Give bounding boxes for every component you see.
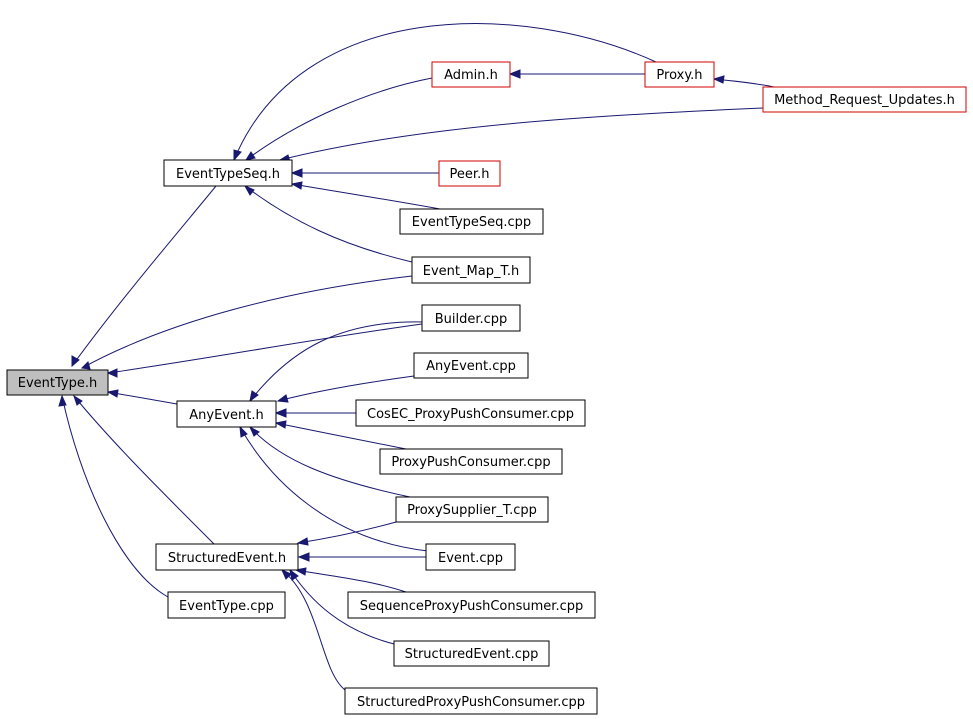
- edge-builder-cpp-to-anyevent-h: [249, 321, 425, 403]
- edge-anyevent-cpp-to-anyevent-h: [276, 375, 415, 403]
- node-eventtype-cpp[interactable]: EventType.cpp: [167, 591, 286, 619]
- node-proxy-h[interactable]: Proxy.h: [644, 61, 715, 88]
- edge-eventtypeseq-h-to-eventtype-h: [71, 185, 217, 368]
- node-method-request-updates-h[interactable]: Method_Request_Updates.h: [762, 86, 967, 113]
- edge-admin-h-to-eventtypeseq-h: [244, 77, 433, 161]
- node-label: Admin.h: [444, 68, 498, 83]
- edge-structuredproxypushconsumer-cpp-to-structuredevent-h: [281, 569, 346, 691]
- edge-peer-h-to-eventtypeseq-h: [290, 168, 439, 178]
- node-proxysupplier-t-cpp[interactable]: ProxySupplier_T.cpp: [395, 496, 549, 523]
- edge-proxysupplier-t-cpp-to-structuredevent-h: [296, 521, 397, 546]
- node-label: EventType.cpp: [179, 599, 274, 614]
- node-eventtype-h[interactable]: EventType.h: [6, 369, 109, 396]
- edge-method-request-updates-h-to-proxy-h: [712, 75, 775, 88]
- node-anyevent-h[interactable]: AnyEvent.h: [176, 400, 277, 428]
- node-label: SequenceProxyPushConsumer.cpp: [360, 599, 583, 614]
- node-label: CosEC_ProxyPushConsumer.cpp: [367, 407, 574, 422]
- node-label: ProxyPushConsumer.cpp: [391, 455, 550, 470]
- node-structuredevent-h[interactable]: StructuredEvent.h: [155, 543, 299, 571]
- node-label: StructuredProxyPushConsumer.cpp: [357, 695, 585, 710]
- node-label: EventTypeSeq.h: [176, 167, 280, 182]
- edge-cosec-proxypushconsumer-cpp-to-anyevent-h: [274, 408, 356, 418]
- node-label: AnyEvent.cpp: [426, 359, 516, 374]
- edge-structuredevent-cpp-to-structuredevent-h: [289, 568, 395, 645]
- edge-event-map-t-h-to-eventtypeseq-h: [243, 184, 413, 263]
- node-event-cpp[interactable]: Event.cpp: [425, 543, 516, 571]
- edge-sequenceproxypushconsumer-cpp-to-structuredevent-h: [294, 567, 407, 593]
- edge-proxysupplier-t-cpp-to-anyevent-h: [248, 425, 411, 498]
- node-cosec-proxypushconsumer-cpp[interactable]: CosEC_ProxyPushConsumer.cpp: [355, 399, 586, 427]
- node-proxypushconsumer-cpp[interactable]: ProxyPushConsumer.cpp: [379, 448, 563, 475]
- edge-eventtypeseq-cpp-to-eventtypeseq-h: [290, 181, 441, 210]
- node-label: Peer.h: [450, 167, 490, 182]
- node-label: ProxySupplier_T.cpp: [407, 503, 537, 518]
- edge-event-map-t-h-to-eventtype-h: [80, 275, 413, 370]
- node-label: Event.cpp: [438, 551, 503, 566]
- edge-eventtype-cpp-to-eventtype-h: [58, 394, 169, 598]
- edge-event-cpp-to-anyevent-h: [239, 425, 429, 552]
- node-eventtypeseq-h[interactable]: EventTypeSeq.h: [163, 159, 293, 187]
- edge-proxy-h-to-eventtypeseq-h: [233, 23, 657, 162]
- node-label: Proxy.h: [656, 68, 702, 83]
- node-eventtypeseq-cpp[interactable]: EventTypeSeq.cpp: [399, 208, 544, 235]
- node-label: EventType.h: [18, 376, 97, 391]
- edge-proxy-h-to-admin-h: [508, 69, 645, 79]
- node-label: Builder.cpp: [435, 312, 508, 327]
- edge-proxypushconsumer-cpp-to-anyevent-h: [274, 420, 407, 450]
- node-event-map-t-h[interactable]: Event_Map_T.h: [411, 256, 531, 284]
- node-label: AnyEvent.h: [189, 408, 263, 423]
- node-label: Event_Map_T.h: [423, 264, 519, 279]
- node-admin-h[interactable]: Admin.h: [431, 61, 511, 88]
- node-label: StructuredEvent.cpp: [405, 647, 539, 662]
- node-peer-h[interactable]: Peer.h: [438, 160, 501, 187]
- edge-method-request-updates-h-to-eventtypeseq-h: [278, 107, 764, 163]
- node-structuredproxypushconsumer-cpp[interactable]: StructuredProxyPushConsumer.cpp: [344, 687, 598, 715]
- node-label: StructuredEvent.h: [168, 551, 286, 566]
- edge-structuredevent-h-to-eventtype-h: [73, 394, 215, 545]
- node-anyevent-cpp[interactable]: AnyEvent.cpp: [413, 352, 529, 379]
- node-builder-cpp[interactable]: Builder.cpp: [421, 304, 521, 332]
- edge-builder-cpp-to-eventtype-h: [106, 323, 423, 378]
- edge-anyevent-h-to-eventtype-h: [106, 389, 178, 405]
- node-sequenceproxypushconsumer-cpp[interactable]: SequenceProxyPushConsumer.cpp: [347, 591, 596, 619]
- node-structuredevent-cpp[interactable]: StructuredEvent.cpp: [393, 640, 550, 667]
- dependency-edges: [58, 23, 775, 691]
- node-label: EventTypeSeq.cpp: [412, 215, 531, 230]
- edge-event-cpp-to-structuredevent-h: [297, 552, 426, 562]
- node-label: Method_Request_Updates.h: [774, 93, 955, 108]
